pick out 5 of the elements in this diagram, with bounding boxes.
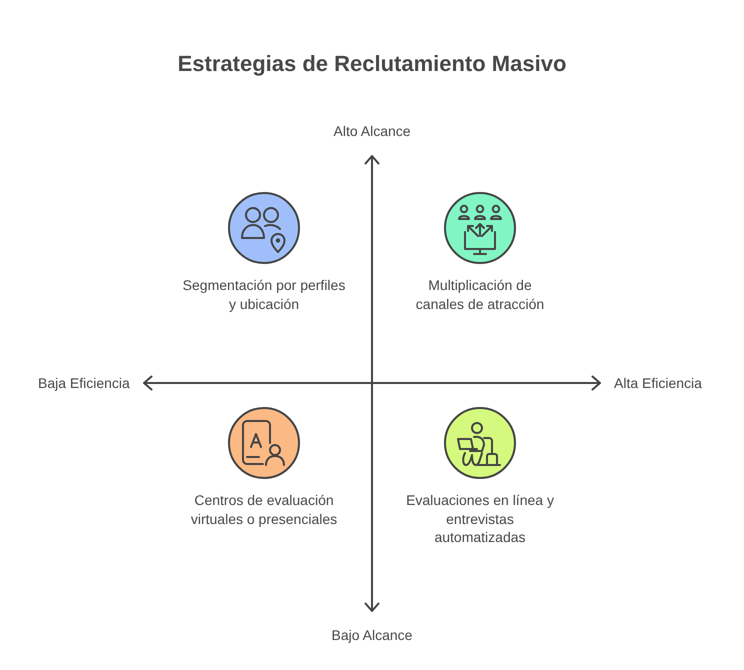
title: Estrategias de Reclutamiento Masivo	[178, 51, 566, 77]
axis-label: Alta Eficiencia	[614, 374, 702, 392]
axis-label: Bajo Alcance	[332, 626, 412, 644]
axis-label: Baja Eficiencia	[38, 374, 130, 392]
axis-label: Alto Alcance	[334, 122, 411, 140]
